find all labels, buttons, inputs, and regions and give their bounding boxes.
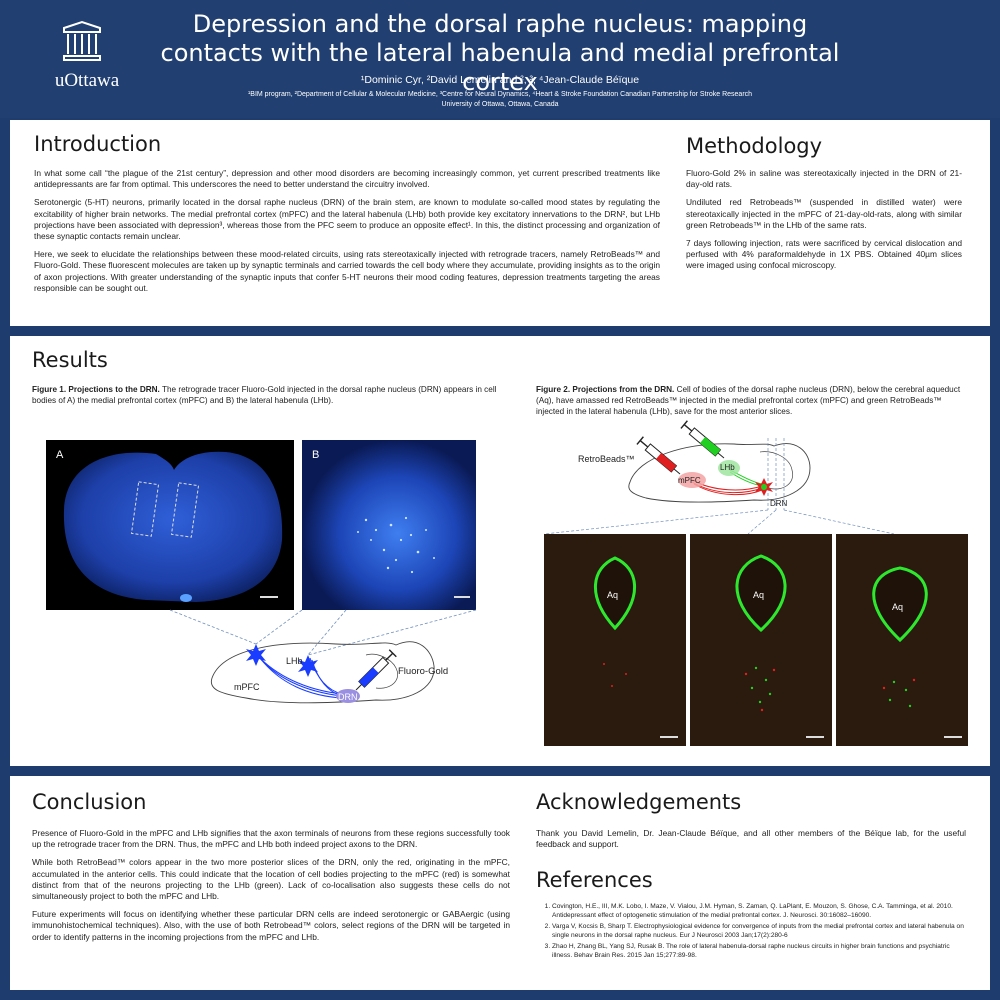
- acknowledgements-text: Thank you David Lemelin, Dr. Jean-Claude…: [536, 828, 966, 850]
- label-mpfc: mPFC: [234, 682, 260, 692]
- lhb-region: [718, 460, 740, 476]
- introduction-heading: Introduction: [34, 132, 162, 156]
- conclusion-paragraph: Future experiments will focus on identif…: [32, 909, 510, 942]
- affiliations: ¹BIM program, ²Department of Cellular & …: [150, 90, 850, 110]
- mpfc-region: [678, 472, 706, 488]
- intro-panel: Introduction In what some call “the plag…: [10, 120, 990, 326]
- university-logo-icon: [63, 20, 101, 61]
- methodology-heading: Methodology: [686, 134, 823, 158]
- slice-middle: Aq: [690, 534, 832, 746]
- conclusion-panel: Conclusion Presence of Fluoro-Gold in th…: [10, 776, 990, 990]
- scale-bar: [660, 736, 678, 738]
- label-fluoro-gold: Fluoro-Gold: [398, 666, 448, 677]
- label-aq: Aq: [753, 590, 764, 600]
- drn-burst: [755, 478, 773, 496]
- author-list: ¹Dominic Cyr, ²David Lemelin and ², ³, ⁴…: [360, 74, 640, 86]
- figure2-title: Figure 2. Projections from the DRN.: [536, 385, 675, 394]
- intro-paragraph: In what some call “the plague of the 21s…: [34, 168, 660, 190]
- university-line: University of Ottawa, Ottawa, Canada: [441, 101, 559, 108]
- poster-title: Depression and the dorsal raphe nucleus:…: [160, 10, 840, 96]
- intro-paragraph: Here, we seek to elucidate the relations…: [34, 249, 660, 293]
- method-paragraph: Fluoro-Gold 2% in saline was stereotaxic…: [686, 168, 962, 190]
- rat-brain-outline: [210, 641, 435, 704]
- slice-anterior: Aq: [544, 534, 686, 746]
- logo-wordmark: uOttawa: [54, 70, 120, 91]
- label-lhb: LHb: [286, 656, 303, 666]
- results-heading: Results: [32, 348, 108, 372]
- mpfc-burst: [246, 644, 266, 666]
- drn-region: [336, 689, 360, 703]
- reference-item: Covington, H.E., III, M.K. Lobo, I. Maze…: [552, 902, 966, 920]
- reference-item: Zhao H, Zhang BL, Yang SJ, Rusak B. The …: [552, 942, 966, 960]
- conclusion-paragraph: Presence of Fluoro-Gold in the mPFC and …: [32, 828, 510, 850]
- intro-paragraph: Serotonergic (5-HT) neurons, primarily l…: [34, 197, 660, 242]
- figure2-graphic: RetroBeads™ LHb mPFC DRN Aq Aq: [543, 420, 968, 746]
- acknowledgements-heading: Acknowledgements: [536, 790, 742, 814]
- figure1-title: Figure 1. Projections to the DRN.: [32, 385, 160, 394]
- red-syringe-icon: [636, 436, 681, 475]
- label-mpfc: mPFC: [678, 476, 701, 485]
- panel-b-label: B: [312, 449, 319, 461]
- results-panel: Results Figure 1. Projections to the DRN…: [10, 336, 990, 766]
- scale-bar: [944, 736, 962, 738]
- acknowledgements-body: Thank you David Lemelin, Dr. Jean-Claude…: [536, 828, 966, 857]
- figure1-text: The retrograde tracer Fluoro-Gold inject…: [32, 385, 497, 405]
- conclusion-body: Presence of Fluoro-Gold in the mPFC and …: [32, 828, 510, 950]
- poster-header: uOttawa Depression and the dorsal raphe …: [0, 0, 1000, 118]
- labeled-cells: [357, 516, 435, 574]
- figure2-caption: Figure 2. Projections from the DRN. Cell…: [536, 384, 966, 417]
- lhb-burst: [298, 655, 318, 677]
- green-syringe-icon: [680, 420, 725, 459]
- figure1-graphic: A B: [46, 440, 477, 704]
- affiliation-list: ¹BIM program, ²Department of Cellular & …: [247, 91, 753, 98]
- introduction-body: In what some call “the plague of the 21s…: [34, 168, 660, 301]
- slice-posterior: Aq: [836, 534, 968, 746]
- scale-bar: [260, 596, 278, 598]
- label-retrobeads: RetroBeads™: [578, 454, 635, 464]
- references-heading: References: [536, 868, 653, 892]
- scale-bar: [806, 736, 824, 738]
- figure2-text: Cell of bodies of the dorsal raphe nucle…: [536, 385, 961, 416]
- label-drn: DRN: [770, 499, 788, 508]
- method-paragraph: Undiluted red Retrobeads™ (suspended in …: [686, 197, 962, 230]
- references-list: Covington, H.E., III, M.K. Lobo, I. Maze…: [536, 902, 966, 962]
- reference-item: Varga V, Kocsis B, Sharp T. Electrophysi…: [552, 922, 966, 940]
- panel-a-label: A: [56, 449, 64, 461]
- conclusion-heading: Conclusion: [32, 790, 147, 814]
- method-paragraph: 7 days following injection, rats were sa…: [686, 238, 962, 271]
- syringe-icon: [355, 649, 397, 691]
- methodology-body: Fluoro-Gold 2% in saline was stereotaxic…: [686, 168, 962, 279]
- conclusion-paragraph: While both RetroBead™ colors appear in t…: [32, 857, 510, 902]
- figure1-caption: Figure 1. Projections to the DRN. The re…: [32, 384, 510, 406]
- label-lhb: LHb: [720, 463, 735, 472]
- scale-bar: [454, 596, 470, 598]
- label-aq: Aq: [892, 602, 903, 612]
- label-aq: Aq: [607, 590, 618, 600]
- label-drn: DRN: [338, 692, 358, 702]
